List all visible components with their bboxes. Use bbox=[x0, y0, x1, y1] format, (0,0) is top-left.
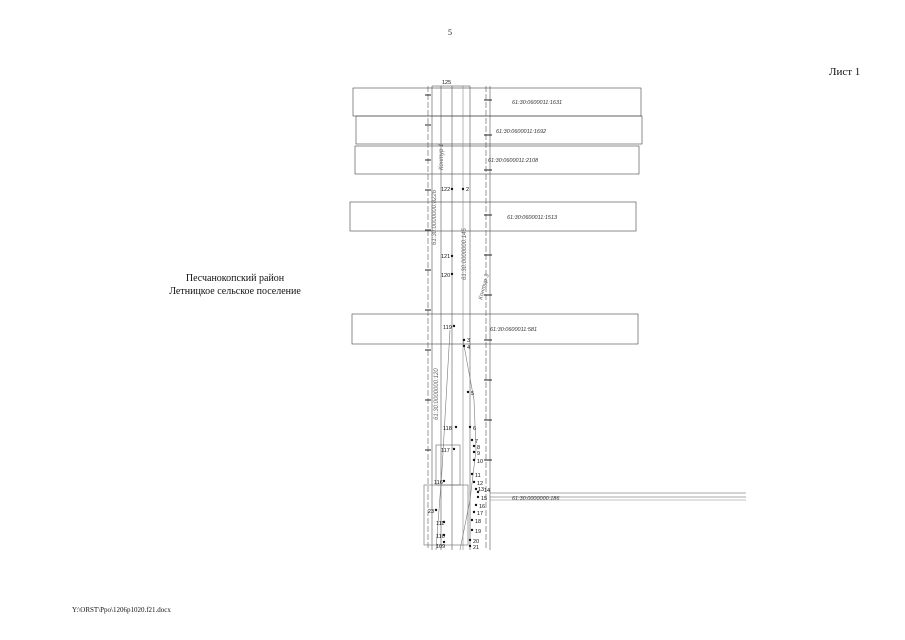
survey-points bbox=[434, 187, 480, 548]
svg-text:14: 14 bbox=[484, 488, 490, 494]
district-caption: Песчанокопский район Летницкое сельское … bbox=[150, 272, 320, 298]
vertical-parcel-label: 61:30:0000000:120 bbox=[434, 368, 440, 420]
svg-text:6: 6 bbox=[473, 426, 476, 432]
parcel-label: 61:30:0600011:1513 bbox=[507, 215, 558, 221]
road-lines bbox=[423, 86, 746, 551]
boundary-hatches bbox=[425, 94, 492, 461]
svg-text:7: 7 bbox=[475, 439, 478, 445]
sheet-label: Лист 1 bbox=[829, 66, 861, 78]
svg-text:13: 13 bbox=[478, 487, 484, 493]
svg-text:118: 118 bbox=[443, 426, 452, 432]
svg-text:119: 119 bbox=[443, 325, 452, 331]
top-dimension: 125 bbox=[442, 80, 451, 86]
parcel-box bbox=[354, 145, 640, 175]
parcel-label: 61:30:0000000:186 bbox=[512, 496, 560, 502]
svg-text:3: 3 bbox=[467, 338, 470, 344]
parcel-boxes bbox=[349, 87, 643, 345]
parcel-label: 61:30:0600011:1631 bbox=[512, 100, 562, 106]
parcel-box bbox=[352, 87, 642, 117]
svg-text:21: 21 bbox=[473, 545, 479, 551]
parcel-box bbox=[349, 201, 637, 232]
svg-text:9: 9 bbox=[477, 451, 480, 457]
parcel-label: 61:30:0600011:581 bbox=[490, 327, 537, 333]
svg-text:11: 11 bbox=[475, 473, 481, 479]
district-name: Песчанокопский район bbox=[185, 273, 285, 284]
svg-text:17: 17 bbox=[477, 511, 483, 517]
parcel-box bbox=[355, 115, 643, 145]
page-number: 5 bbox=[448, 28, 452, 37]
svg-text:122: 122 bbox=[441, 187, 450, 193]
svg-text:23: 23 bbox=[428, 509, 434, 515]
svg-text:2: 2 bbox=[466, 187, 469, 193]
svg-text:110: 110 bbox=[436, 534, 445, 540]
vertical-parcel-label: 61:30:0000000:8226 bbox=[432, 189, 438, 245]
svg-text:15: 15 bbox=[481, 496, 487, 502]
svg-text:19: 19 bbox=[475, 529, 481, 535]
svg-text:5: 5 bbox=[471, 391, 474, 397]
svg-text:121: 121 bbox=[441, 254, 450, 260]
svg-text:4: 4 bbox=[467, 345, 470, 351]
svg-text:12: 12 bbox=[477, 481, 483, 487]
svg-text:16: 16 bbox=[479, 504, 485, 510]
svg-text:109: 109 bbox=[436, 544, 445, 550]
parcel-label: 61:30:0600011:1692 bbox=[496, 129, 546, 135]
svg-text:111: 111 bbox=[436, 521, 444, 527]
svg-text:20: 20 bbox=[473, 539, 479, 545]
svg-text:18: 18 bbox=[475, 519, 481, 525]
svg-text:117: 117 bbox=[441, 448, 450, 454]
point-labels: 122 2 121 120 119 3 4 5 118 6 7 8 9 117 … bbox=[428, 187, 490, 551]
svg-text:10: 10 bbox=[477, 459, 483, 465]
parcel-label: 61:30:0600011:2108 bbox=[488, 158, 539, 164]
svg-text:8: 8 bbox=[477, 445, 480, 451]
parcel-box bbox=[351, 313, 639, 345]
contour-label: Контур 3 bbox=[478, 273, 491, 301]
svg-text:120: 120 bbox=[441, 273, 450, 279]
contour-label: Контур 1 bbox=[439, 144, 445, 170]
footer-file-path: Y:\ORST\Ppo\1206p1020.f21.docx bbox=[72, 606, 171, 614]
settlement-name: Летницкое сельское поселение bbox=[169, 286, 301, 297]
vertical-parcel-label: 61:30:0000000:145 bbox=[462, 228, 468, 280]
svg-text:116: 116 bbox=[434, 480, 443, 486]
